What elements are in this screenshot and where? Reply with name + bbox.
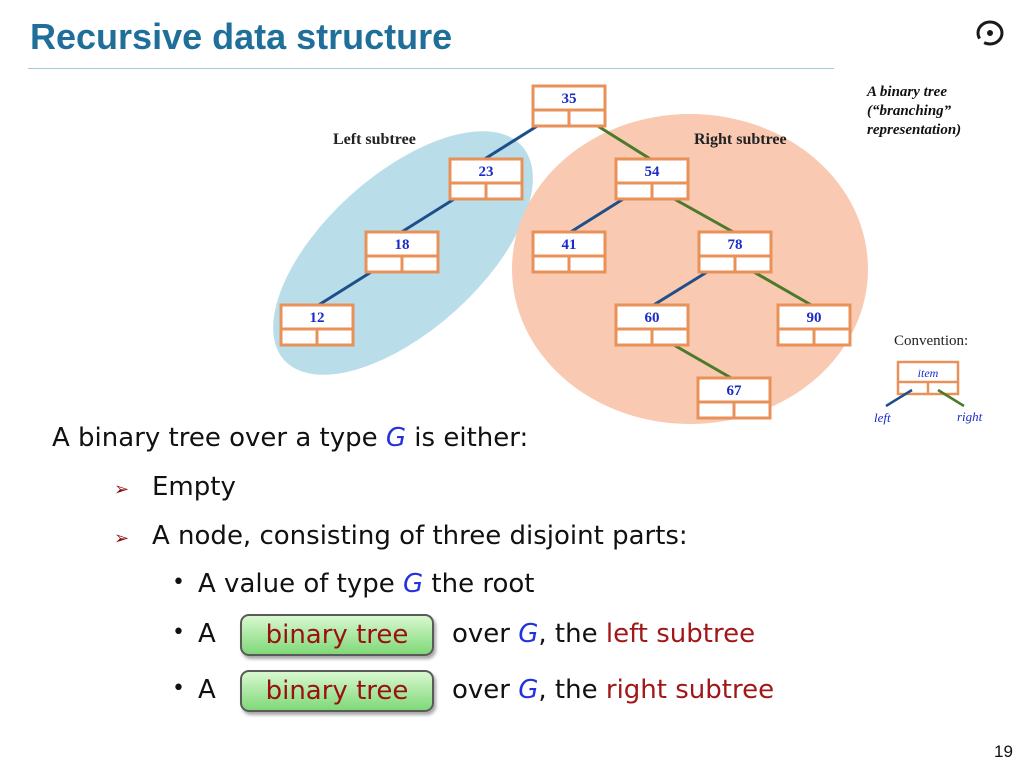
page-number: 19 bbox=[994, 742, 1013, 761]
binary-tree-pill-right: binary tree bbox=[240, 670, 434, 712]
node-value: 67 bbox=[727, 383, 743, 399]
tree-node: 18 bbox=[364, 230, 440, 274]
tree-node: 60 bbox=[614, 303, 690, 347]
node-value: 35 bbox=[562, 91, 577, 107]
tree-caption-line: A binary tree bbox=[867, 84, 948, 100]
sub-bullet-left-a: A bbox=[198, 619, 216, 649]
left-subtree-text: left subtree bbox=[605, 619, 756, 649]
convention-right: right bbox=[957, 409, 983, 424]
node-value: 18 bbox=[395, 237, 410, 253]
right-subtree-label: Right subtree bbox=[694, 131, 787, 148]
node-value: 78 bbox=[728, 237, 743, 253]
sub-bullet-text: A value of type bbox=[198, 569, 404, 599]
node-value: 41 bbox=[562, 237, 577, 253]
tree-caption-line: (“branching” bbox=[867, 103, 952, 119]
tree-node: 12 bbox=[279, 303, 355, 347]
convention-node bbox=[896, 360, 960, 396]
bullet-empty: Empty bbox=[152, 472, 236, 502]
node-value: 54 bbox=[645, 164, 661, 180]
the-text: , the bbox=[538, 675, 606, 705]
sub-bullet-left: over G, the left subtree bbox=[452, 619, 755, 649]
sub-bullet-right-a: A bbox=[198, 675, 216, 705]
bullet-dot-icon: • bbox=[172, 676, 185, 701]
tree-node: 35 bbox=[531, 84, 607, 128]
node-value: 90 bbox=[807, 310, 822, 326]
convention-item: item bbox=[918, 366, 939, 380]
type-name: G bbox=[518, 619, 539, 649]
right-subtree-text: right subtree bbox=[605, 675, 775, 705]
title-divider bbox=[28, 68, 834, 69]
node-value: 12 bbox=[310, 310, 325, 326]
sub-bullet-root: A value of type G the root bbox=[198, 569, 535, 599]
convention-right-edge bbox=[937, 388, 965, 408]
intro-text: A binary tree over a type bbox=[52, 423, 386, 453]
convention-left: left bbox=[874, 410, 891, 425]
type-name: G bbox=[518, 675, 539, 705]
tree-node: 41 bbox=[531, 230, 607, 274]
type-name: G bbox=[403, 569, 424, 599]
binary-tree-pill-left: binary tree bbox=[240, 614, 434, 656]
intro-text-end: is either: bbox=[406, 423, 529, 453]
convention-title: Convention: bbox=[894, 333, 968, 349]
binary-tree-diagram: Left subtree Right subtree 35 23 bbox=[273, 84, 983, 425]
bullet-dot-icon: • bbox=[172, 570, 185, 595]
bullet-node: A node, consisting of three disjoint par… bbox=[152, 521, 688, 551]
bullet-dot-icon: • bbox=[172, 620, 185, 645]
bullet-arrow-icon: ➢ bbox=[114, 479, 130, 500]
over-text: over bbox=[452, 619, 519, 649]
the-text: , the bbox=[538, 619, 606, 649]
node-value: 23 bbox=[479, 164, 494, 180]
tree-node: 67 bbox=[696, 376, 772, 420]
node-value: 60 bbox=[645, 310, 660, 326]
logo-icon bbox=[976, 20, 1004, 46]
type-name: G bbox=[385, 423, 407, 453]
sub-bullet-right: over G, the right subtree bbox=[452, 675, 774, 705]
sub-bullet-text-end: the root bbox=[423, 569, 535, 599]
tree-node: 78 bbox=[697, 230, 773, 274]
tree-caption-line: representation) bbox=[867, 122, 962, 138]
bullet-arrow-icon: ➢ bbox=[114, 528, 130, 549]
convention-left-edge bbox=[885, 388, 913, 408]
left-subtree-label: Left subtree bbox=[333, 131, 416, 148]
definition-intro: A binary tree over a type G is either: bbox=[52, 423, 528, 453]
tree-node: 54 bbox=[614, 157, 690, 201]
tree-node: 23 bbox=[448, 157, 524, 201]
tree-node: 90 bbox=[776, 303, 852, 347]
slide-title: Recursive data structure bbox=[30, 16, 453, 57]
tree-caption: A binary tree (“branching” representatio… bbox=[867, 83, 961, 140]
over-text: over bbox=[452, 675, 519, 705]
